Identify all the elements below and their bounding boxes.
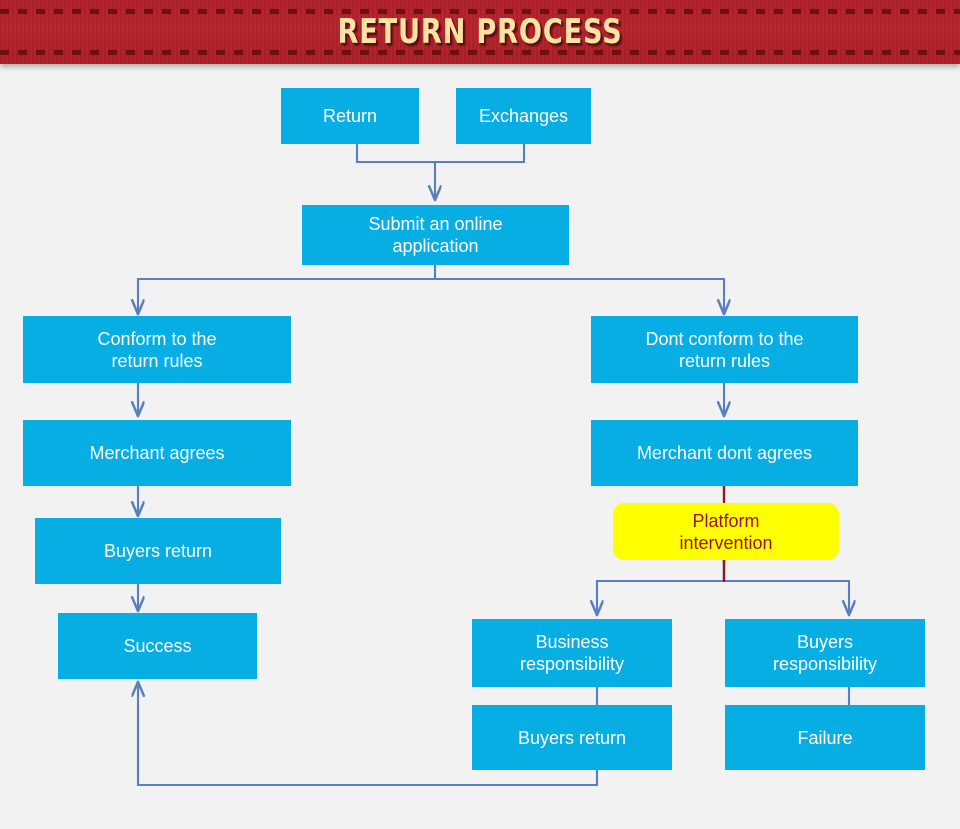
banner-stitch-top-icon	[0, 9, 960, 14]
node-failure-label: Failure	[797, 727, 853, 748]
connectors-blue	[138, 144, 849, 787]
node-buyers-return-left-label: Buyers return	[103, 541, 213, 561]
edge-submit-to-conform	[138, 265, 437, 312]
node-buyers-return-left[interactable]: Buyers return	[35, 518, 281, 584]
node-platform-intervention[interactable]: Platform intervention	[613, 503, 839, 560]
edge-return-exchanges-merge	[355, 144, 526, 164]
edge-platform-to-buyers-responsibility	[724, 579, 849, 613]
node-success[interactable]: Success	[58, 613, 257, 679]
banner-stitch-bottom-icon	[0, 50, 960, 55]
node-failure[interactable]: Failure	[725, 705, 925, 770]
node-return[interactable]: Return	[281, 88, 419, 144]
node-exchanges-label: Exchanges	[478, 106, 569, 126]
flowchart-canvas: Return Exchanges Submit an online applic…	[0, 64, 960, 829]
node-submit-online-application[interactable]: Submit an online application	[302, 205, 569, 265]
node-merchant-dont-agrees[interactable]: Merchant dont agrees	[591, 420, 858, 486]
node-dont-conform-to-return-rules-label: Dont conform to the return rules	[645, 328, 804, 371]
node-exchanges[interactable]: Exchanges	[456, 88, 591, 144]
node-dont-conform-to-return-rules[interactable]: Dont conform to the return rules	[591, 316, 858, 383]
edge-platform-to-business-responsibility	[597, 560, 726, 613]
edge-submit-to-dont-conform	[435, 277, 724, 312]
node-buyers-responsibility-label: Buyers responsibility	[772, 632, 878, 674]
node-buyers-responsibility[interactable]: Buyers responsibility	[725, 619, 925, 687]
node-platform-intervention-label: Platform intervention	[679, 510, 773, 553]
connector-layer	[0, 144, 960, 787]
edge-buyers-return-bottom-to-success	[138, 684, 599, 787]
node-buyers-return-bottom[interactable]: Buyers return	[472, 705, 672, 770]
node-conform-to-return-rules-label: Conform to the return rules	[97, 328, 217, 371]
node-merchant-dont-agrees-label: Merchant dont agrees	[636, 443, 813, 463]
node-business-responsibility-label: Business responsibility	[519, 632, 625, 674]
node-business-responsibility[interactable]: Business responsibility	[472, 619, 672, 687]
node-merchant-agrees[interactable]: Merchant agrees	[23, 420, 291, 486]
header-banner: RETURN PROCESS	[0, 0, 960, 64]
page-title: RETURN PROCESS	[337, 12, 623, 52]
node-merchant-agrees-label: Merchant agrees	[89, 443, 225, 463]
node-conform-to-return-rules[interactable]: Conform to the return rules	[23, 316, 291, 383]
node-success-label: Success	[123, 636, 192, 656]
node-buyers-return-bottom-label: Buyers return	[517, 727, 627, 748]
node-submit-online-application-label: Submit an online application	[368, 214, 503, 256]
node-return-label: Return	[322, 106, 378, 126]
